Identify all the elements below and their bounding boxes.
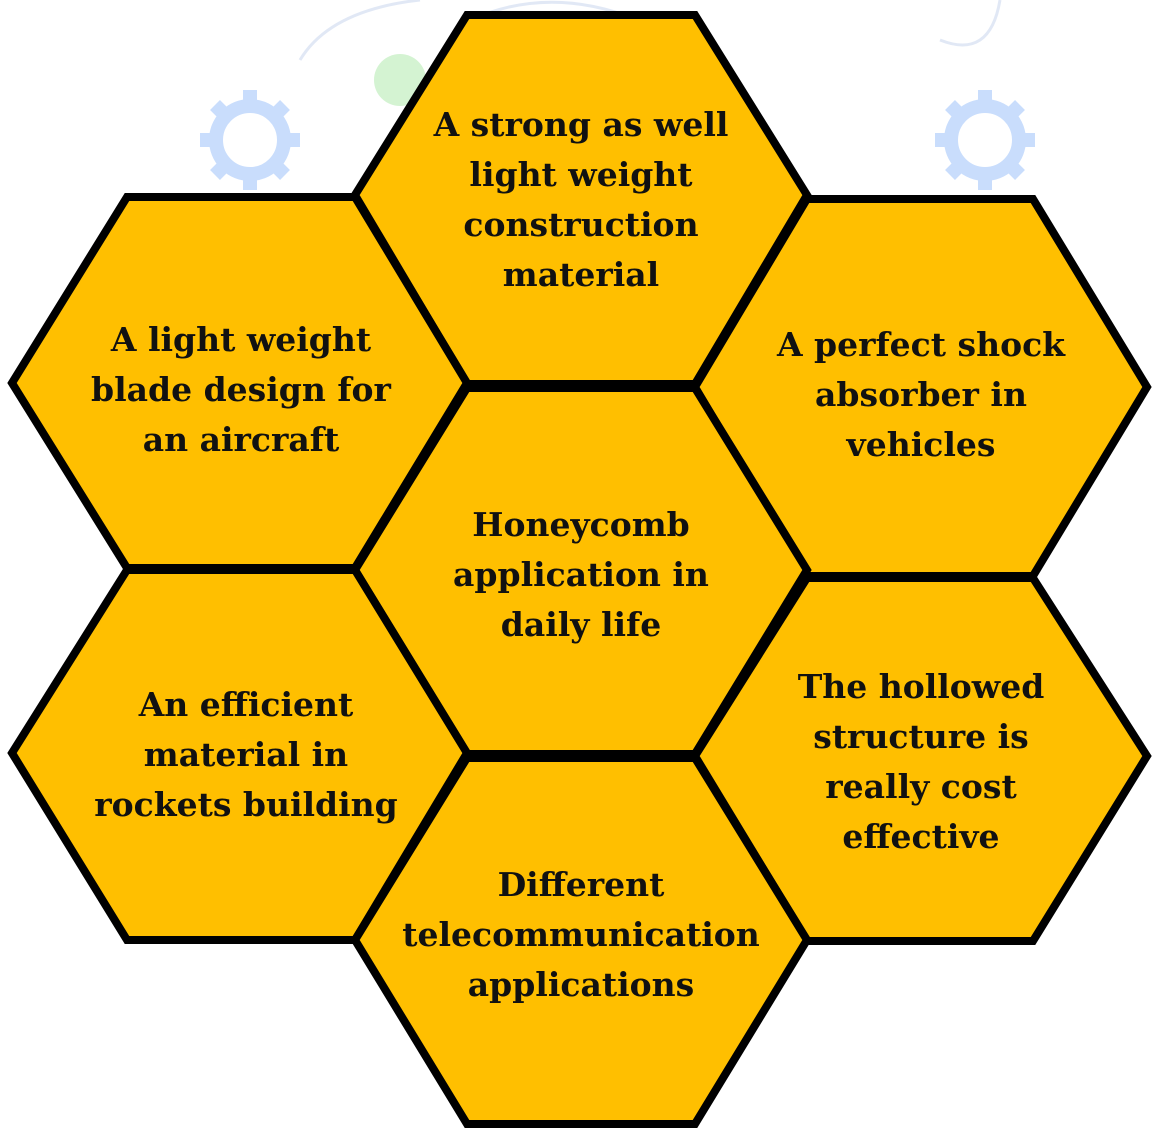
watermark-green-dot [374, 54, 426, 106]
hex-bottom-label: Different telecommunication applications [402, 865, 760, 1004]
hex-lower-left-label: An efficient material in rockets buildin… [94, 685, 398, 824]
watermark [200, 0, 1035, 232]
hex-upper-right-label: A perfect shock absorber in vehicles [776, 325, 1066, 464]
hex-center-label: Honeycomb application in daily life [453, 505, 709, 644]
hex-bottom [350, 754, 812, 1128]
gear-icon [200, 90, 300, 190]
hex-lower-left [7, 566, 472, 944]
hex-upper-left-label: A light weight blade design for an aircr… [91, 320, 391, 459]
hex-lower-right-label: The hollowed structure is really cost ef… [797, 667, 1045, 856]
hex-top-label: A strong as well light weight constructi… [433, 105, 729, 294]
gear-icon [935, 90, 1035, 190]
watermark-ring [298, 0, 1002, 61]
